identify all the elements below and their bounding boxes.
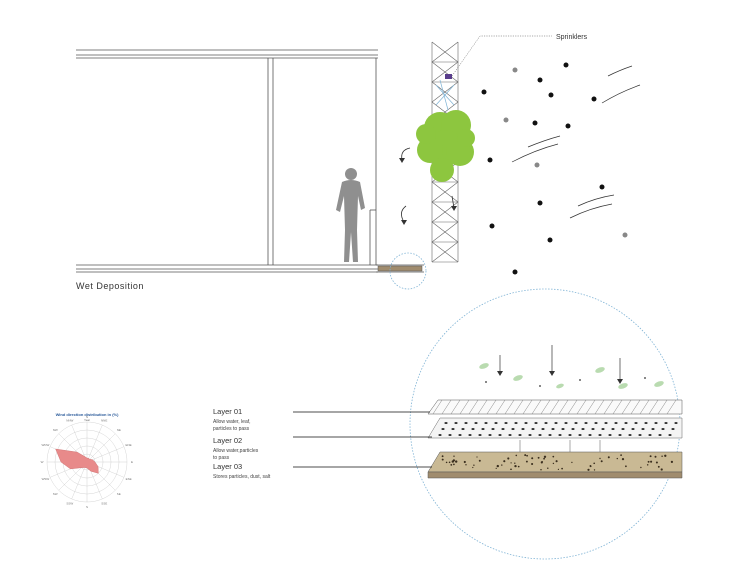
- layer-01-grating: [427, 399, 683, 415]
- wind-rose-label-wsw: WSW: [42, 477, 50, 481]
- layer-03-soil-tray: [427, 451, 683, 479]
- wind-rose-label-wnw: WNW: [41, 443, 49, 447]
- wind-rose-area: [55, 448, 99, 474]
- layer-01-label: Layer 01 Allow water, leaf, particles to…: [213, 407, 251, 432]
- falling-leaves: [479, 363, 664, 389]
- svg-text:Layer 01: Layer 01: [213, 407, 242, 416]
- wind-rose-subtitle: Year: [84, 418, 90, 422]
- svg-text:Layer 02: Layer 02: [213, 436, 242, 445]
- flow-arrowheads: [399, 158, 457, 225]
- wind-rose-label-sw: SW: [53, 492, 58, 496]
- svg-text:to pass: to pass: [213, 455, 230, 461]
- layer-02-label: Layer 02 Allow water,particles to pass: [213, 436, 259, 461]
- person-silhouette: [336, 168, 365, 262]
- sprinkler-water-lines: [435, 79, 455, 111]
- svg-text:particles to pass: particles to pass: [213, 426, 250, 432]
- wind-rose-label-ese: ESE: [126, 477, 132, 481]
- wind-rose-label-nnw: NNW: [66, 418, 73, 422]
- detail-callout-circle: [389, 252, 427, 290]
- layer-03-label: Layer 03 Stores particles, dust, salt: [213, 462, 271, 480]
- wind-rose-title: Wind direction distribution in (%): [56, 412, 120, 417]
- sprinklers-label: Sprinklers: [556, 34, 588, 41]
- wind-rose-label-sse: SSE: [101, 502, 107, 506]
- svg-text:Allow water,particles: Allow water,particles: [213, 448, 259, 454]
- wind-rose-label-nne: NNE: [101, 418, 107, 422]
- falling-specks: [485, 377, 646, 387]
- drip-lines: [519, 440, 601, 452]
- wind-strokes: [511, 65, 641, 219]
- sprinkler-head: [445, 74, 452, 79]
- wind-rose-label-ne: NE: [117, 428, 121, 432]
- wind-rose-label-ssw: SSW: [66, 502, 73, 506]
- layer-02-perforated-tray: [427, 417, 683, 439]
- wind-rose: Wind direction distribution in (%) Year …: [41, 412, 133, 509]
- falling-arrows: [499, 345, 621, 380]
- wind-rose-label-s: S: [86, 505, 88, 509]
- wind-rose-label-e: E: [131, 460, 133, 464]
- particles: [481, 62, 628, 275]
- falling-arrowheads: [497, 371, 623, 384]
- svg-text:Allow water, leaf,: Allow water, leaf,: [213, 419, 251, 425]
- layer-callouts: [293, 411, 432, 468]
- wind-rose-label-w: W: [41, 460, 44, 464]
- wind-rose-label-se: SE: [117, 492, 121, 496]
- wind-rose-label-ene: ENE: [126, 443, 132, 447]
- section-title: Wet Deposition: [76, 281, 144, 291]
- wind-rose-label-n: N: [86, 415, 88, 419]
- sprinklers-leader: [451, 35, 552, 77]
- svg-text:Stores particles, dust, salt: Stores particles, dust, salt: [213, 474, 271, 480]
- svg-text:Layer 03: Layer 03: [213, 462, 242, 471]
- green-plant: [416, 110, 475, 182]
- wind-rose-direction-labels: N NNE NE ENE E ESE SE SSE S SSW SW WSW W WNW NW NNW: [41, 415, 133, 509]
- wind-rose-label-nw: NW: [53, 428, 58, 432]
- planter-strip: [377, 265, 423, 272]
- building-section: [76, 49, 424, 273]
